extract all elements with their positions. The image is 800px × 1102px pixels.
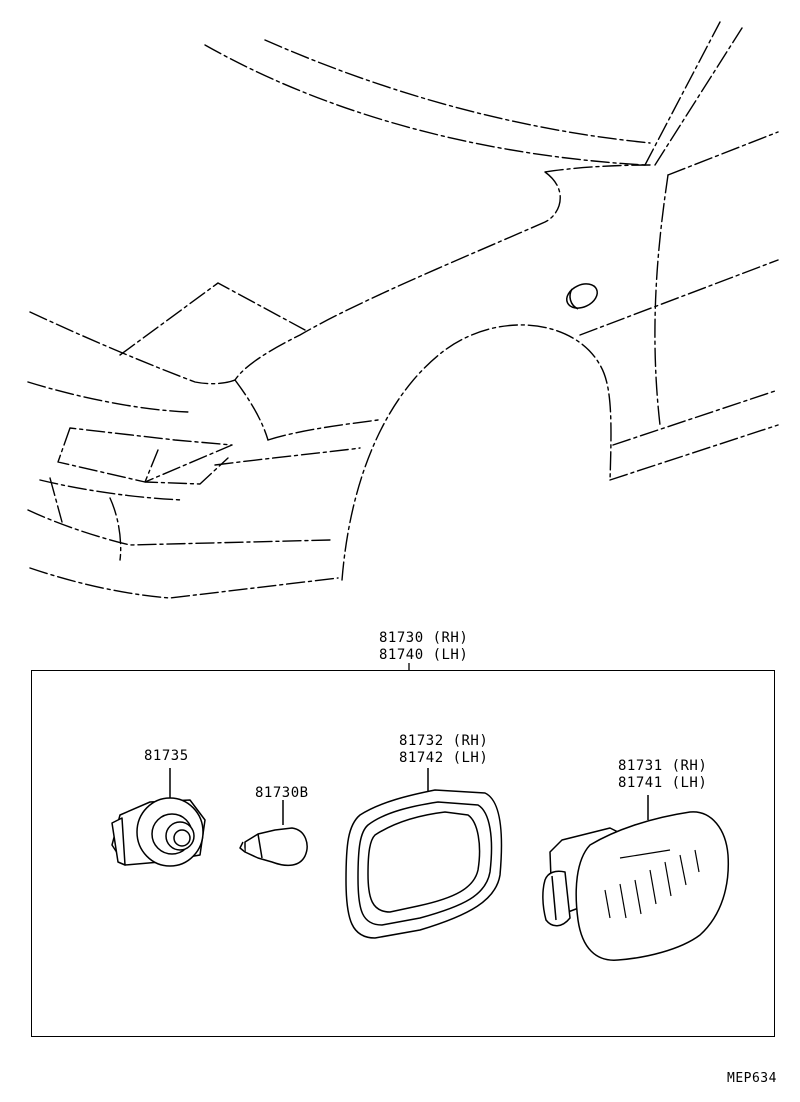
lens-lh-part-number: 81741 (LH) bbox=[618, 775, 708, 791]
assembly-lh-label: 81740 (LH) bbox=[379, 647, 469, 663]
socket-drawing bbox=[111, 768, 206, 867]
lens-rh-part-number: 81731 (RH) bbox=[618, 758, 708, 774]
socket-part-number: 81735 bbox=[144, 748, 189, 764]
gasket-lh-part-number: 81742 (LH) bbox=[399, 750, 489, 766]
assembly-rh-label: 81730 (RH) bbox=[379, 630, 469, 646]
lens-drawing bbox=[542, 795, 730, 961]
side-marker-location bbox=[566, 283, 598, 310]
gasket-rh-part-number: 81732 (RH) bbox=[399, 733, 489, 749]
diagram-code: MEP634 bbox=[727, 1071, 777, 1086]
bulb-drawing bbox=[239, 800, 308, 867]
assembly-frame bbox=[31, 670, 775, 1037]
car-body-outline bbox=[27, 21, 779, 599]
gasket-drawing bbox=[345, 768, 503, 939]
bulb-part-number: 81730B bbox=[255, 785, 309, 801]
